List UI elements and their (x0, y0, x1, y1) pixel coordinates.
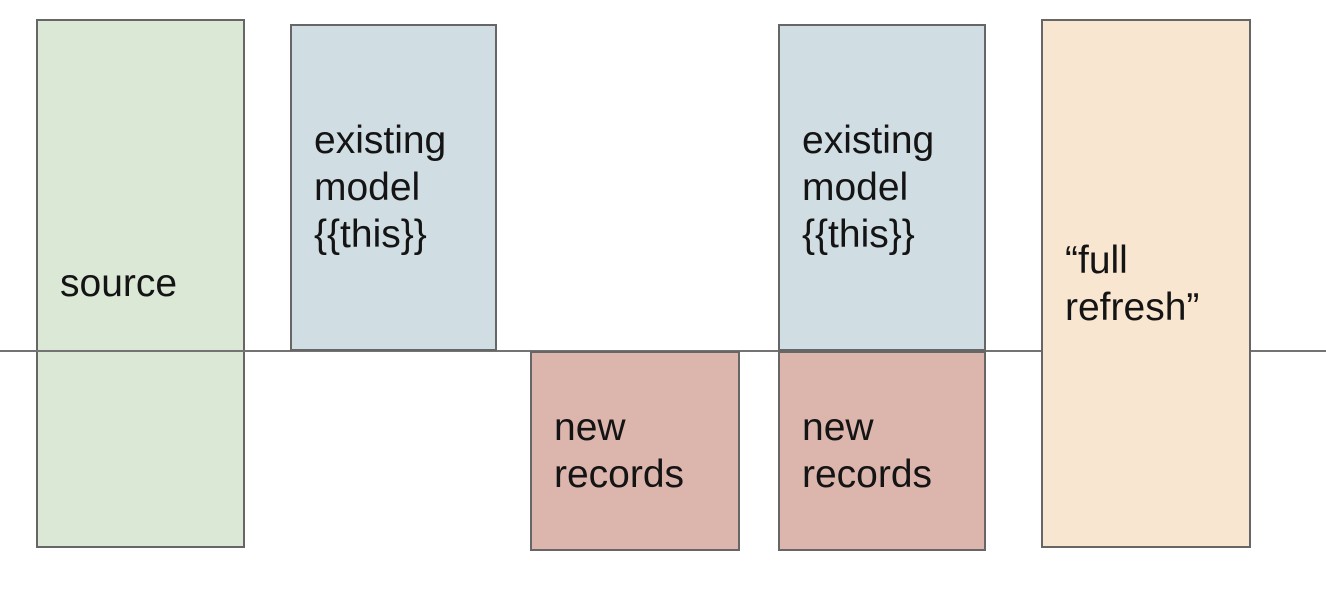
new-records-box-1-label: new records (554, 406, 685, 496)
existing-model-box-2-label: existing model {{this}} (802, 119, 935, 256)
existing-model-box-1-label: existing model {{this}} (314, 119, 447, 256)
existing-model-box-2: existing model {{this}} (778, 24, 986, 351)
existing-model-box-1: existing model {{this}} (290, 24, 497, 351)
new-records-box-1: new records (530, 351, 740, 551)
source-box-label: source (60, 262, 178, 305)
new-records-box-2-label: new records (802, 406, 933, 496)
source-box: source (36, 19, 245, 548)
full-refresh-box: “full refresh” (1041, 19, 1251, 548)
full-refresh-box-label: “full refresh” (1065, 238, 1200, 329)
new-records-box-2: new records (778, 351, 986, 551)
